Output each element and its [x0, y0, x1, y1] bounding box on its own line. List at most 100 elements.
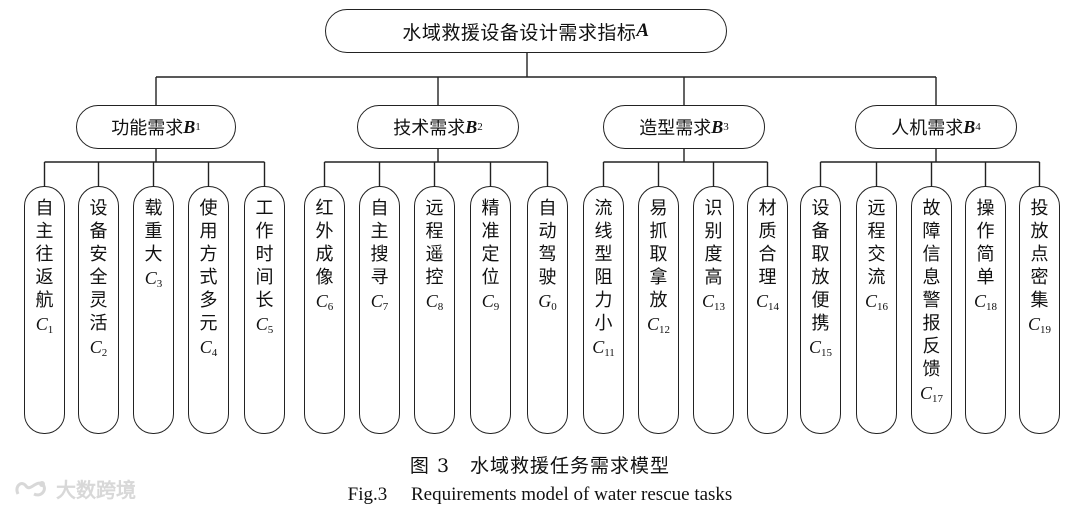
indicator-node: 故障信息警报反馈 C17: [911, 186, 952, 434]
indicator-node: 自动驾驶 G0: [527, 186, 568, 434]
indicator-code-letter: C: [973, 291, 986, 311]
indicator-code-subscript: 4: [211, 347, 218, 359]
indicator-code-subscript: 0: [551, 301, 557, 313]
indicator-code: C7: [371, 290, 389, 319]
indicator-code: C11: [592, 336, 615, 365]
indicator-node: 流线型阻力小 C11: [583, 186, 624, 434]
indicator-node: 载重大 C3: [133, 186, 174, 434]
indicator-code-subscript: 6: [327, 301, 334, 313]
indicator-label: 易抓取拿放: [649, 198, 668, 311]
indicator-label: 自主搜寻: [370, 198, 389, 288]
indicator-label: 远程交流: [867, 198, 886, 288]
indicator-code: C5: [256, 313, 274, 342]
indicator-code: C17: [920, 382, 943, 411]
category-label: 造型需求: [639, 118, 712, 139]
indicator-code-letter: C: [701, 291, 714, 311]
indicator-code-subscript: 15: [821, 347, 832, 359]
indicator-code-letter: C: [592, 337, 605, 357]
category-symbol: B: [711, 116, 724, 137]
indicator-code: C8: [426, 290, 444, 319]
indicator-label: 材质合理: [758, 198, 777, 288]
indicator-code-letter: C: [199, 337, 212, 357]
indicator-node: 自主往返航 C1: [24, 186, 65, 434]
indicator-label: 使用方式多元: [199, 198, 218, 334]
watermark-text: 大数跨境: [56, 478, 136, 502]
indicator-code-letter: C: [144, 268, 157, 288]
indicator-code-subscript: 2: [101, 347, 108, 359]
indicator-code-letter: C: [425, 291, 438, 311]
indicator-node: 远程交流 C16: [856, 186, 897, 434]
indicator-label: 流线型阻力小: [594, 198, 613, 334]
indicator-code: C1: [36, 313, 54, 342]
indicator-code: C9: [482, 290, 500, 319]
category-subscript: 3: [723, 121, 729, 133]
indicator-node: 投放点密集 C19: [1019, 186, 1060, 434]
indicator-label: 自动驾驶: [538, 198, 557, 288]
category-symbol: B: [183, 116, 196, 137]
indicator-code-subscript: 1: [47, 324, 54, 336]
indicator-node: 设备安全灵活 C2: [78, 186, 119, 434]
indicator-code-subscript: 5: [267, 324, 274, 336]
indicator-code-letter: C: [755, 291, 768, 311]
indicator-code-letter: C: [315, 291, 328, 311]
indicator-code: C18: [974, 290, 997, 319]
indicator-label: 设备安全灵活: [89, 198, 108, 334]
indicator-code-letter: C: [1027, 314, 1040, 334]
category-subscript: 4: [975, 121, 981, 133]
root-symbol: A: [636, 20, 650, 41]
category-label: 技术需求: [393, 118, 466, 139]
figure-caption-en: Fig.3 Requirements model of water rescue…: [347, 484, 733, 505]
indicator-code: G0: [538, 290, 557, 319]
indicator-code-letter: C: [370, 291, 383, 311]
indicator-code: C15: [809, 336, 832, 365]
indicator-code-subscript: 9: [493, 301, 500, 313]
indicator-code-subscript: 12: [659, 324, 670, 336]
indicator-code-letter: C: [808, 337, 821, 357]
indicator-code: C16: [865, 290, 888, 319]
indicator-code: C12: [647, 313, 670, 342]
indicator-code: C13: [702, 290, 725, 319]
indicator-label: 操作简单: [976, 198, 995, 288]
category-symbol: B: [963, 116, 976, 137]
indicator-code-subscript: 14: [768, 301, 779, 313]
indicator-code-letter: G: [538, 291, 552, 311]
indicator-code: C4: [200, 336, 218, 365]
indicator-node: 自主搜寻 C7: [359, 186, 400, 434]
indicator-node: 设备取放便携 C15: [800, 186, 841, 434]
watermark: 大数跨境: [12, 474, 136, 503]
indicator-code-subscript: 13: [714, 301, 725, 313]
indicator-label: 载重大: [144, 198, 163, 265]
indicator-label: 投放点密集: [1030, 198, 1049, 311]
indicator-node: 操作简单 C18: [965, 186, 1006, 434]
category-label: 功能需求: [111, 118, 184, 139]
indicator-code-subscript: 19: [1040, 324, 1051, 336]
indicator-code-letter: C: [919, 383, 932, 403]
indicator-code-subscript: 7: [382, 301, 389, 313]
indicator-code: C6: [316, 290, 334, 319]
indicator-label: 设备取放便携: [811, 198, 830, 334]
indicator-node: 工作时间长 C5: [244, 186, 285, 434]
indicator-code-subscript: 8: [437, 301, 444, 313]
figure-caption-cn: 图 3 水域救援任务需求模型: [409, 455, 671, 477]
indicator-node: 材质合理 C14: [747, 186, 788, 434]
category-symbol: B: [465, 116, 478, 137]
indicator-code: C2: [90, 336, 108, 365]
indicator-code-subscript: 3: [156, 278, 163, 290]
indicator-code-subscript: 11: [604, 347, 615, 359]
indicator-label: 故障信息警报反馈: [922, 198, 941, 380]
indicator-node: 使用方式多元 C4: [188, 186, 229, 434]
indicator-label: 识别度高: [704, 198, 723, 288]
indicator-node: 易抓取拿放 C12: [638, 186, 679, 434]
indicator-label: 自主往返航: [35, 198, 54, 311]
indicator-label: 工作时间长: [255, 198, 274, 311]
category-subscript: 1: [195, 121, 201, 133]
indicator-code: C14: [756, 290, 779, 319]
